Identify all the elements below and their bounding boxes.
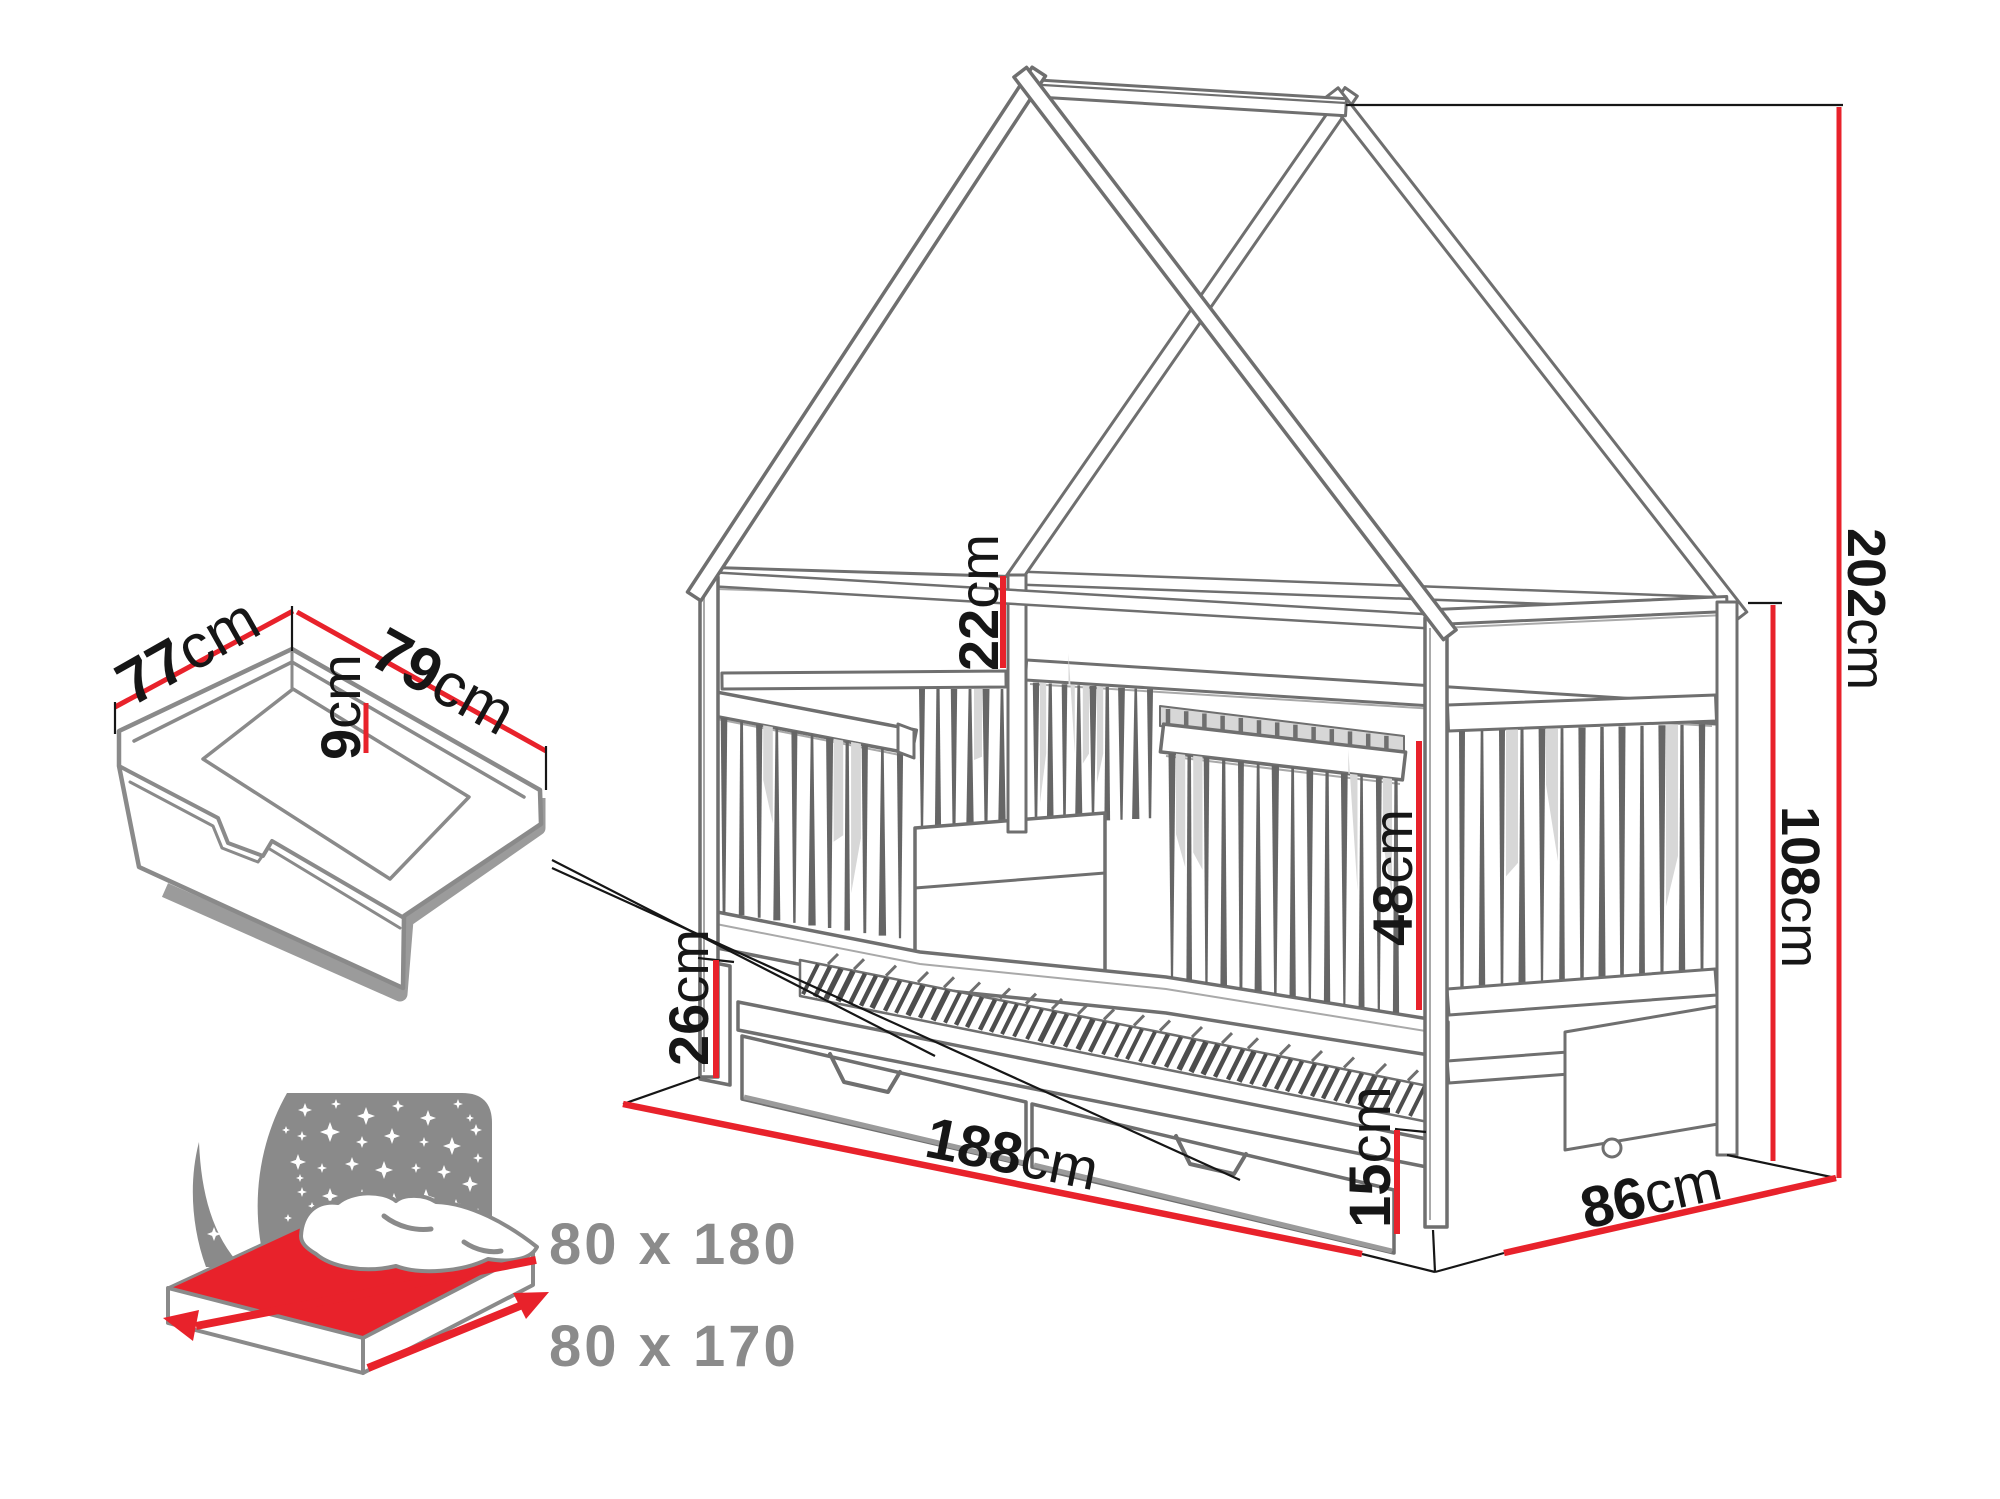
svg-text:22cm: 22cm [947, 534, 1010, 671]
svg-text:80 x 180: 80 x 180 [549, 1212, 799, 1277]
svg-text:15cm: 15cm [1338, 1086, 1403, 1228]
svg-text:26cm: 26cm [657, 929, 720, 1066]
svg-text:108cm: 108cm [1770, 806, 1830, 968]
svg-text:48cm: 48cm [1361, 809, 1424, 946]
svg-text:202cm: 202cm [1836, 528, 1896, 690]
svg-text:9cm: 9cm [309, 654, 372, 760]
svg-text:80 x 170: 80 x 170 [549, 1314, 799, 1379]
